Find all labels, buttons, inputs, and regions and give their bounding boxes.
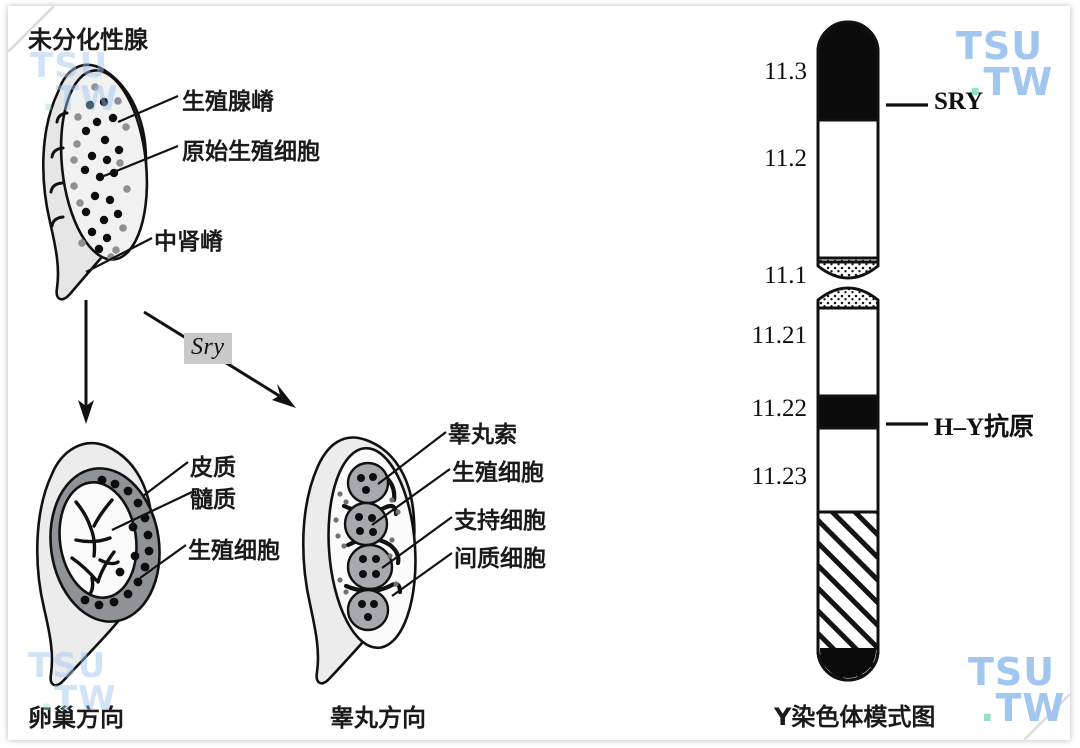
page-fold-bottom-right <box>1024 694 1070 740</box>
label-cortex: 皮质 <box>190 455 236 481</box>
leader-gonadal-ridge <box>117 94 179 124</box>
sry-gene-tag: Sry <box>184 333 232 364</box>
label-mesonephric-ridge: 中肾嵴 <box>154 229 223 255</box>
undifferentiated-gonad-title: 未分化性腺 <box>28 26 148 54</box>
caption-ovary-pathway: 卵巢方向 <box>28 704 124 732</box>
gene-label-sry: SRY <box>934 88 984 115</box>
label-testis-cord: 睾丸索 <box>448 422 517 448</box>
band-label-11-21: 11.21 <box>751 322 807 349</box>
leader-primordial-germ-cell <box>103 144 179 178</box>
undifferentiated-gonad-drawing <box>41 63 179 301</box>
leader-sertoli-cell <box>381 516 453 569</box>
label-leydig-cell: 间质细胞 <box>454 546 546 572</box>
leader-cortex <box>142 461 189 497</box>
label-primordial-germ-cell: 原始生殖细胞 <box>182 139 320 165</box>
label-gonadal-ridge: 生殖腺嵴 <box>182 89 274 115</box>
leader-testis-cord <box>377 431 447 485</box>
gene-label-hy-antigen: H–Y抗原 <box>934 414 1035 441</box>
label-sertoli-cell: 支持细胞 <box>454 508 546 534</box>
label-ovary-germ-cell: 生殖细胞 <box>188 538 280 564</box>
leader-leydig-cell <box>391 552 453 597</box>
band-label-11-1: 11.1 <box>764 262 807 289</box>
leader-mesonephric-ridge <box>85 237 153 273</box>
leader-ovary-germ-cell <box>139 544 187 579</box>
ovary-drawing <box>35 441 193 687</box>
paper-sheet <box>8 6 1070 740</box>
band-label-11-2: 11.2 <box>764 145 807 172</box>
page-fold-top-left <box>8 6 54 52</box>
leader-medulla <box>111 491 193 531</box>
label-medulla: 髓质 <box>190 487 236 513</box>
label-testis-germ-cell: 生殖细胞 <box>452 460 544 486</box>
band-label-11-23: 11.23 <box>751 463 807 490</box>
caption-y-chromosome: Y染色体模式图 <box>774 703 936 731</box>
caption-testis-pathway: 睾丸方向 <box>330 704 426 732</box>
leader-testis-germ-cell <box>371 468 451 526</box>
band-label-11-22: 11.22 <box>751 395 807 422</box>
y-chromosome-drawing <box>816 20 928 682</box>
band-label-11-3: 11.3 <box>764 58 807 85</box>
testis-drawing <box>301 431 453 685</box>
